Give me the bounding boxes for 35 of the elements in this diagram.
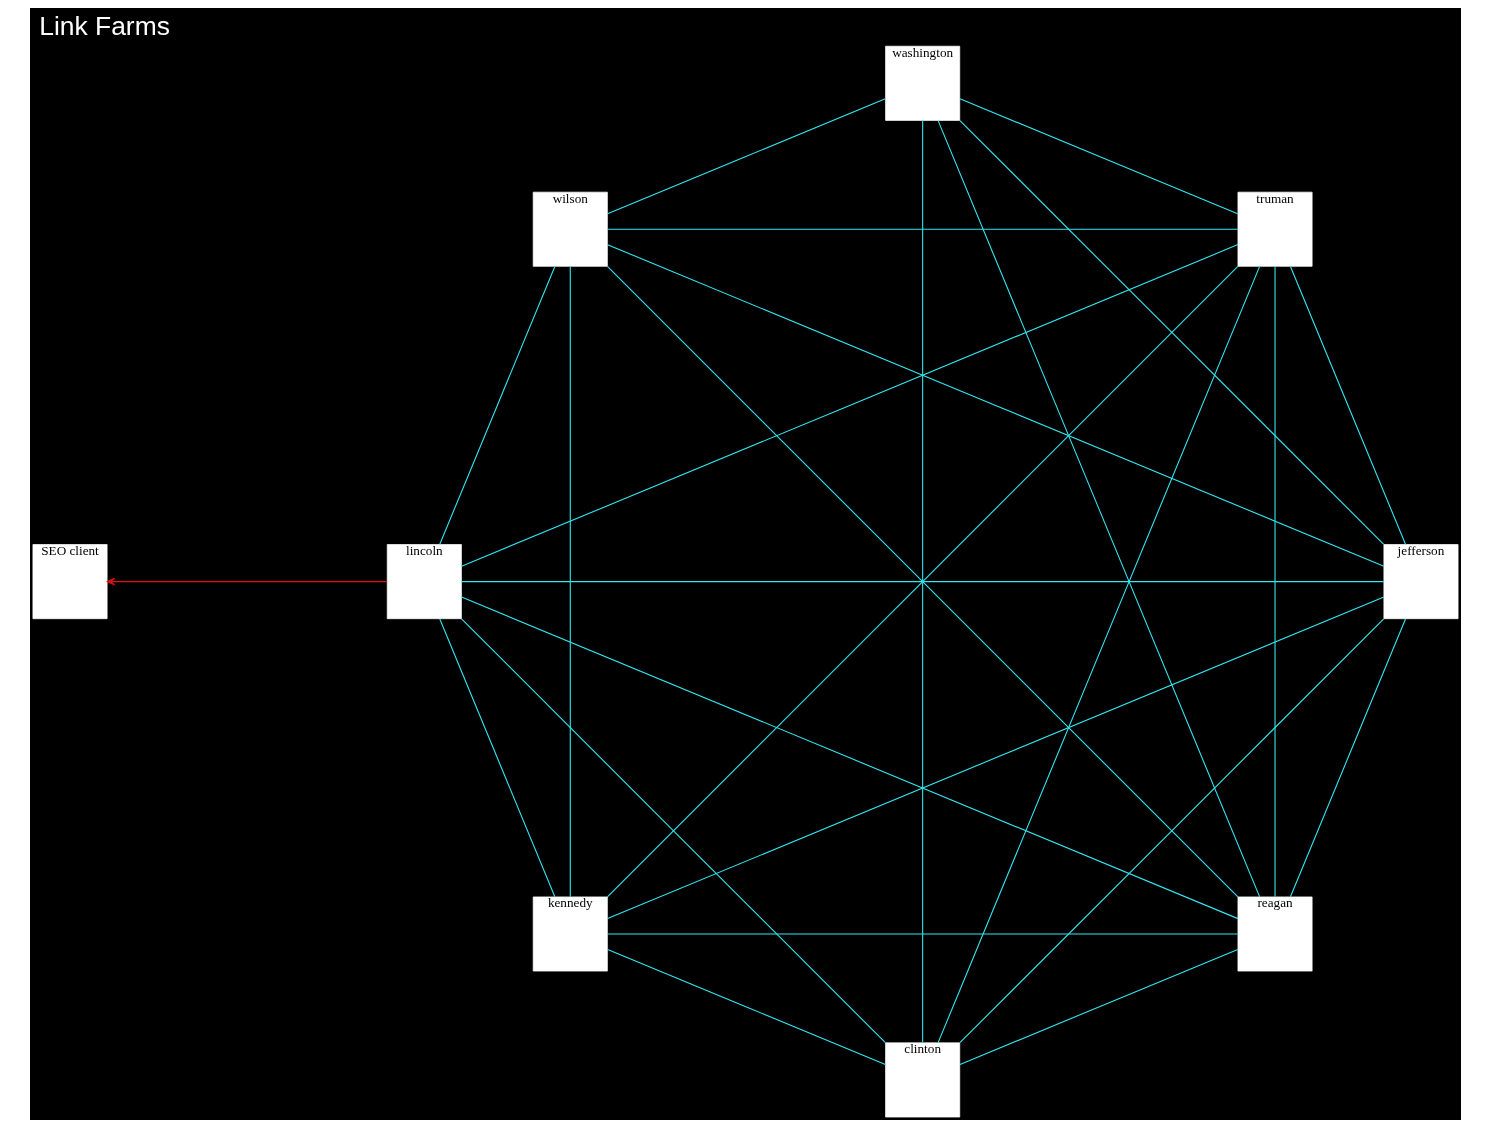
node-box: wilson xyxy=(532,191,608,267)
node-box: jefferson xyxy=(1383,544,1458,620)
node-box: SEO client xyxy=(32,544,107,620)
connector xyxy=(958,120,1384,545)
diagram-title: Link Farms xyxy=(38,11,170,42)
node-box: washington xyxy=(884,45,960,121)
arrow xyxy=(106,577,388,586)
connector xyxy=(606,596,1384,920)
connector xyxy=(606,244,1384,567)
connector xyxy=(606,98,886,215)
connector xyxy=(921,120,923,1044)
connector xyxy=(1274,265,1276,898)
connector xyxy=(569,265,571,898)
connector xyxy=(958,618,1384,1044)
connector xyxy=(460,581,1384,583)
node-box: truman xyxy=(1237,191,1312,267)
connector xyxy=(606,933,1238,935)
connector xyxy=(438,618,555,898)
connector xyxy=(959,948,1238,1065)
connector xyxy=(1289,618,1406,898)
connector xyxy=(958,98,1238,215)
connector xyxy=(606,265,1238,898)
connector xyxy=(460,596,1238,920)
connector xyxy=(937,265,1260,1044)
connector xyxy=(1289,265,1406,545)
node-box: clinton xyxy=(884,1042,960,1118)
connector xyxy=(937,120,1260,898)
node-box: lincoln xyxy=(386,544,462,620)
node-box: kennedy xyxy=(532,896,608,972)
connector xyxy=(460,244,1238,567)
connector xyxy=(460,618,886,1044)
connector xyxy=(606,948,886,1066)
connector xyxy=(606,228,1238,230)
node-box: reagan xyxy=(1237,896,1312,972)
connector xyxy=(438,265,555,545)
